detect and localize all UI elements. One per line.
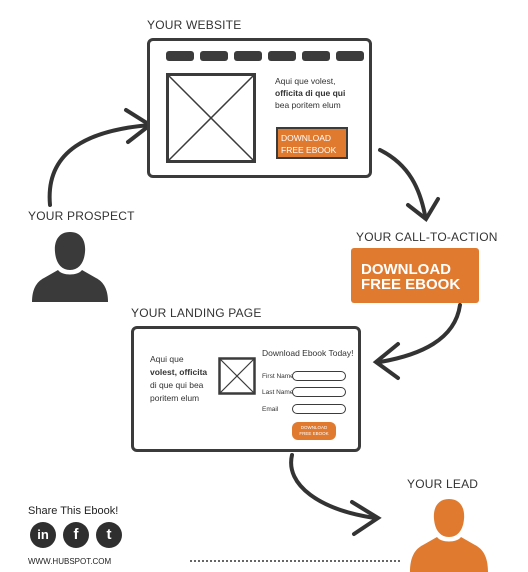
landing-frame: Aqui que volest, officita di que qui bea… [131,326,361,452]
dotted-separator [190,560,400,562]
landing-download-button[interactable]: DOWNLOAD FREE EBOOK [292,422,336,440]
nav-pill [200,51,228,61]
facebook-icon[interactable]: f [63,522,89,548]
first-name-label: First Name [262,373,294,380]
arrow-prospect-to-website [47,123,152,207]
image-placeholder-icon [218,357,256,395]
arrow-cta-to-landing [378,303,462,364]
website-body-text: Aqui que volest, officita di que qui bea… [275,75,345,111]
last-name-field[interactable] [292,387,346,397]
twitter-icon[interactable]: t [96,522,122,548]
hubspot-url[interactable]: WWW.HUBSPOT.COM [28,557,112,566]
image-placeholder-icon [166,73,256,163]
first-name-field[interactable] [292,371,346,381]
arrow-website-to-cta [378,148,427,217]
landing-text-line: di que qui bea [150,380,204,390]
landing-heading: YOUR LANDING PAGE [131,306,262,320]
prospect-label: YOUR PROSPECT [28,209,135,223]
nav-pill [302,51,330,61]
landing-text-line: poritem elum [150,393,200,403]
nav-pill [336,51,364,61]
landing-button-line: DOWNLOAD [300,425,328,430]
last-name-label: Last Name [262,389,294,396]
website-cta-line: DOWNLOAD [281,133,332,143]
website-download-button[interactable]: DOWNLOAD FREE EBOOK [276,127,348,159]
nav-pill [166,51,194,61]
nav-pill [234,51,262,61]
email-label: Email [262,406,279,413]
website-text-line: officita di que qui [275,88,346,98]
email-field[interactable] [292,404,346,414]
share-title: Share This Ebook! [28,505,119,517]
nav-pill [268,51,296,61]
prospect-person-icon [32,232,108,302]
website-text-line: bea poritem elum [275,100,341,110]
form-title: Download Ebook Today! [262,348,354,358]
website-heading: YOUR WEBSITE [147,18,242,32]
cta-line: FREE EBOOK [361,276,461,293]
landing-text-line: Aqui que [150,354,184,364]
landing-text-line: volest, officita [150,367,208,377]
website-text-line: Aqui que volest, [275,76,336,86]
website-cta-line: FREE EBOOK [281,145,337,155]
linkedin-icon[interactable]: in [30,522,56,548]
website-frame: Aqui que volest, officita di que qui bea… [147,38,372,178]
cta-download-button[interactable]: DOWNLOAD FREE EBOOK [351,248,479,303]
arrow-landing-to-lead [289,453,377,520]
cta-line: DOWNLOAD [361,261,451,278]
cta-heading: YOUR CALL-TO-ACTION [356,230,498,244]
landing-button-line: FREE EBOOK [299,431,329,436]
landing-body-text: Aqui que volest, officita di que qui bea… [150,353,207,405]
lead-person-icon [410,499,488,572]
lead-label: YOUR LEAD [407,477,479,491]
